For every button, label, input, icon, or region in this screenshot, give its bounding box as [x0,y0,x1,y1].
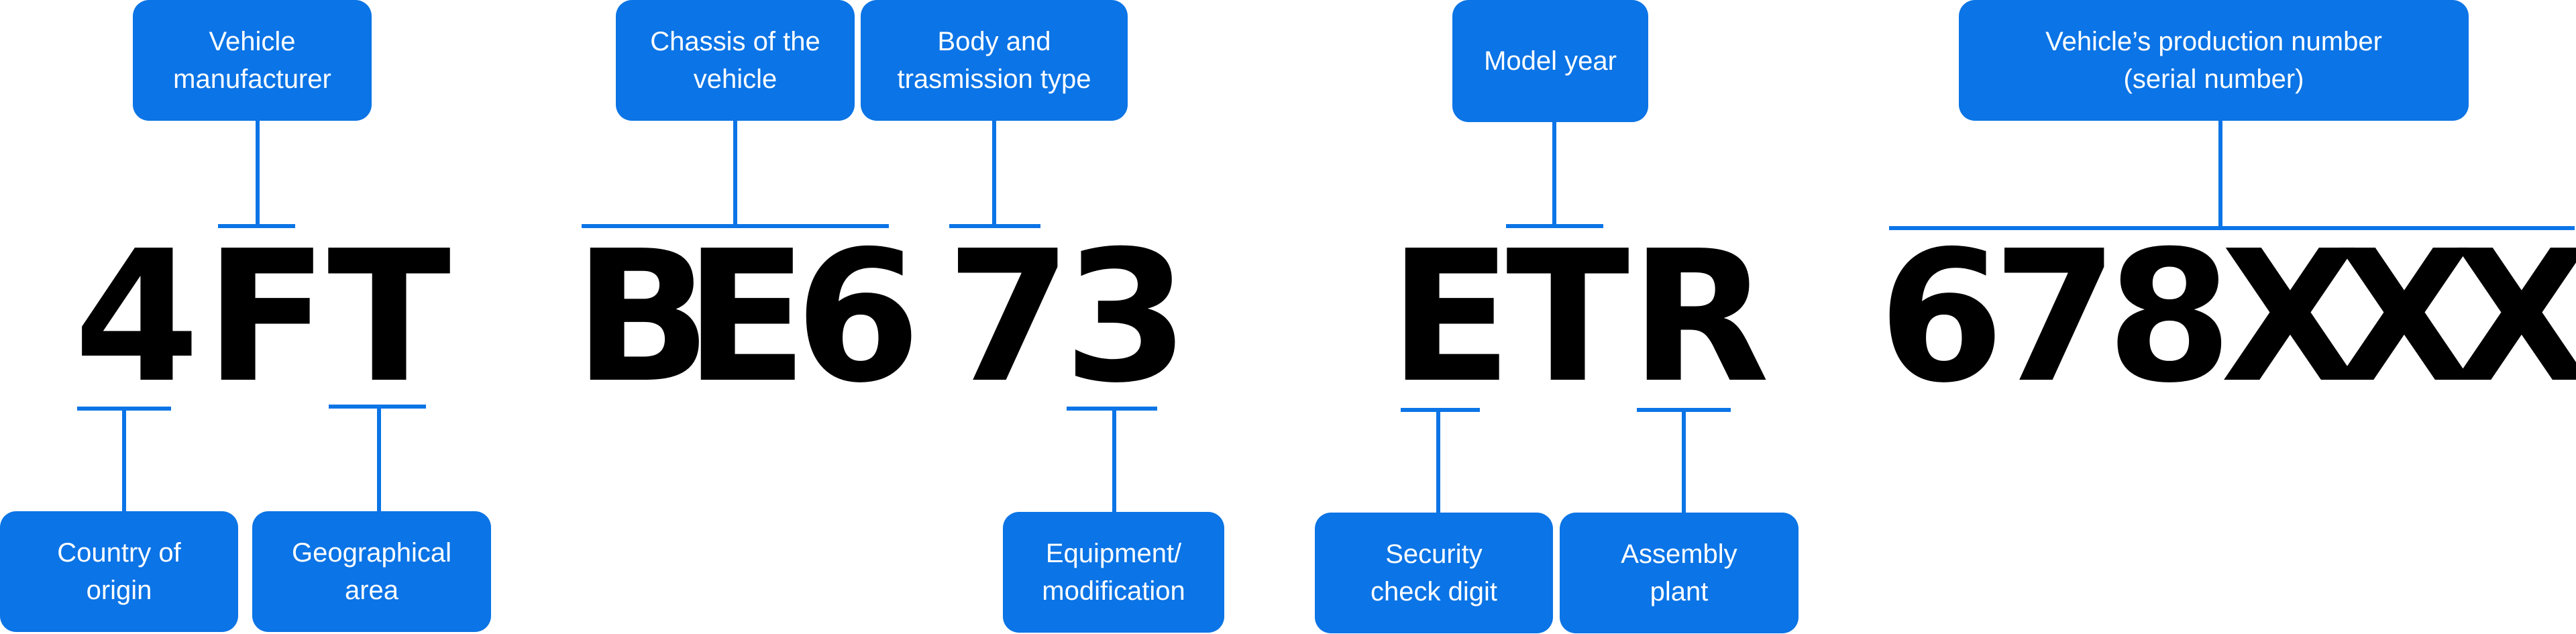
vin-char-5: E [684,211,808,423]
vin-char-15: X [2220,211,2361,423]
vin-char-3: T [327,211,451,423]
vin-char-10: T [1506,211,1630,423]
vin-char-16: X [2334,211,2475,423]
connector-security-bar [1401,408,1480,412]
connector-manufacturer-bar [218,224,295,228]
connector-geo-stem [377,405,381,511]
label-equipment-modification-text: Equipment/modification [1042,539,1185,606]
vin-char-11: R [1630,211,1770,423]
label-model-year: Model year [1452,0,1648,122]
vin-char-6: 6 [795,211,921,423]
vin-char-9: E [1389,211,1513,423]
connector-equipment-stem [1112,407,1116,512]
connector-country-stem [122,407,126,511]
vin-char-7: 7 [946,211,1072,423]
connector-assembly-stem [1682,408,1686,513]
vin-char-2: F [205,211,329,423]
connector-body-stem [992,121,996,226]
vin-char-14: 8 [2106,211,2233,423]
connector-model-year-bar [1506,224,1603,228]
label-equipment-modification: Equipment/modification [1003,512,1224,633]
connector-body-bar [949,224,1040,228]
connector-security-stem [1436,408,1440,513]
connector-serial-bar [1889,226,2575,230]
vin-char-1: 4 [74,211,200,423]
vin-char-17: X [2452,211,2576,423]
label-model-year-text: Model year [1484,46,1617,76]
vin-char-12: 6 [1878,211,2004,423]
vin-char-4: B [574,211,712,423]
label-serial-number-text: Vehicle’s production number(serial numbe… [2045,27,2382,94]
connector-manufacturer-stem [256,121,260,226]
connector-chassis-stem [733,121,737,226]
label-serial-number: Vehicle’s production number(serial numbe… [1959,0,2469,121]
connector-serial-stem [2218,121,2222,226]
connector-model-year-stem [1552,122,1556,226]
connector-chassis-bar [582,224,889,228]
vin-char-13: 7 [1992,211,2118,423]
connector-equipment-bar [1067,407,1157,411]
vin-char-8: 3 [1063,211,1189,423]
